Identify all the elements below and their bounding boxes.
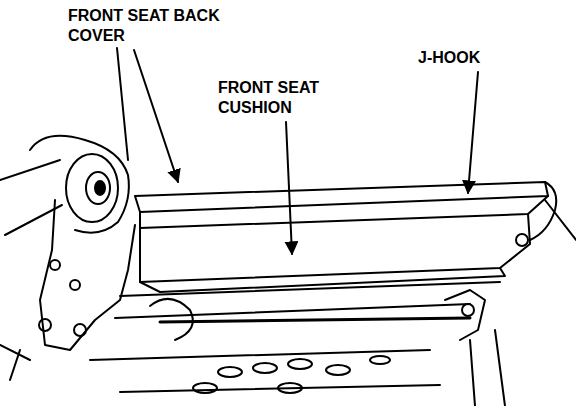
frame-edge [0, 345, 30, 380]
floor-hole [218, 367, 242, 377]
leader-line [117, 48, 128, 160]
frame-edge [545, 200, 576, 240]
seat-back-cover [135, 182, 548, 212]
part-label: FRONT SEAT BACK COVER [68, 6, 238, 46]
floor-hole [370, 356, 390, 364]
floor-hole [253, 363, 277, 373]
seat-back-cover-lower [140, 196, 548, 228]
bolt [50, 260, 60, 270]
recliner-disc [66, 154, 118, 222]
frame-rail [120, 282, 500, 296]
recliner-hub [86, 172, 110, 204]
recliner-housing [30, 136, 129, 233]
floor-hole [193, 383, 217, 393]
seat-back-frame [0, 160, 60, 180]
floor-pan [90, 350, 440, 392]
cross-rod [160, 318, 470, 322]
leader-line [468, 72, 478, 193]
floor-hole [288, 359, 312, 369]
bolt [39, 319, 51, 331]
spring-wire [150, 299, 193, 340]
recliner-pivot [95, 181, 105, 195]
part-label: J-HOOK [418, 48, 528, 68]
floor-hole [326, 365, 350, 375]
bolt [70, 280, 80, 290]
leader-line [134, 50, 178, 182]
floor-hole [278, 383, 302, 393]
bolt [462, 304, 474, 316]
seat-cushion [140, 214, 530, 282]
fastener [516, 234, 528, 246]
bolt [74, 324, 86, 336]
rear-bracket [445, 290, 485, 340]
leader-line [286, 122, 292, 254]
side-bracket [40, 200, 135, 350]
seat-track [470, 330, 505, 406]
part-label: FRONT SEAT CUSHION [218, 78, 340, 118]
frame-rail [115, 304, 470, 318]
